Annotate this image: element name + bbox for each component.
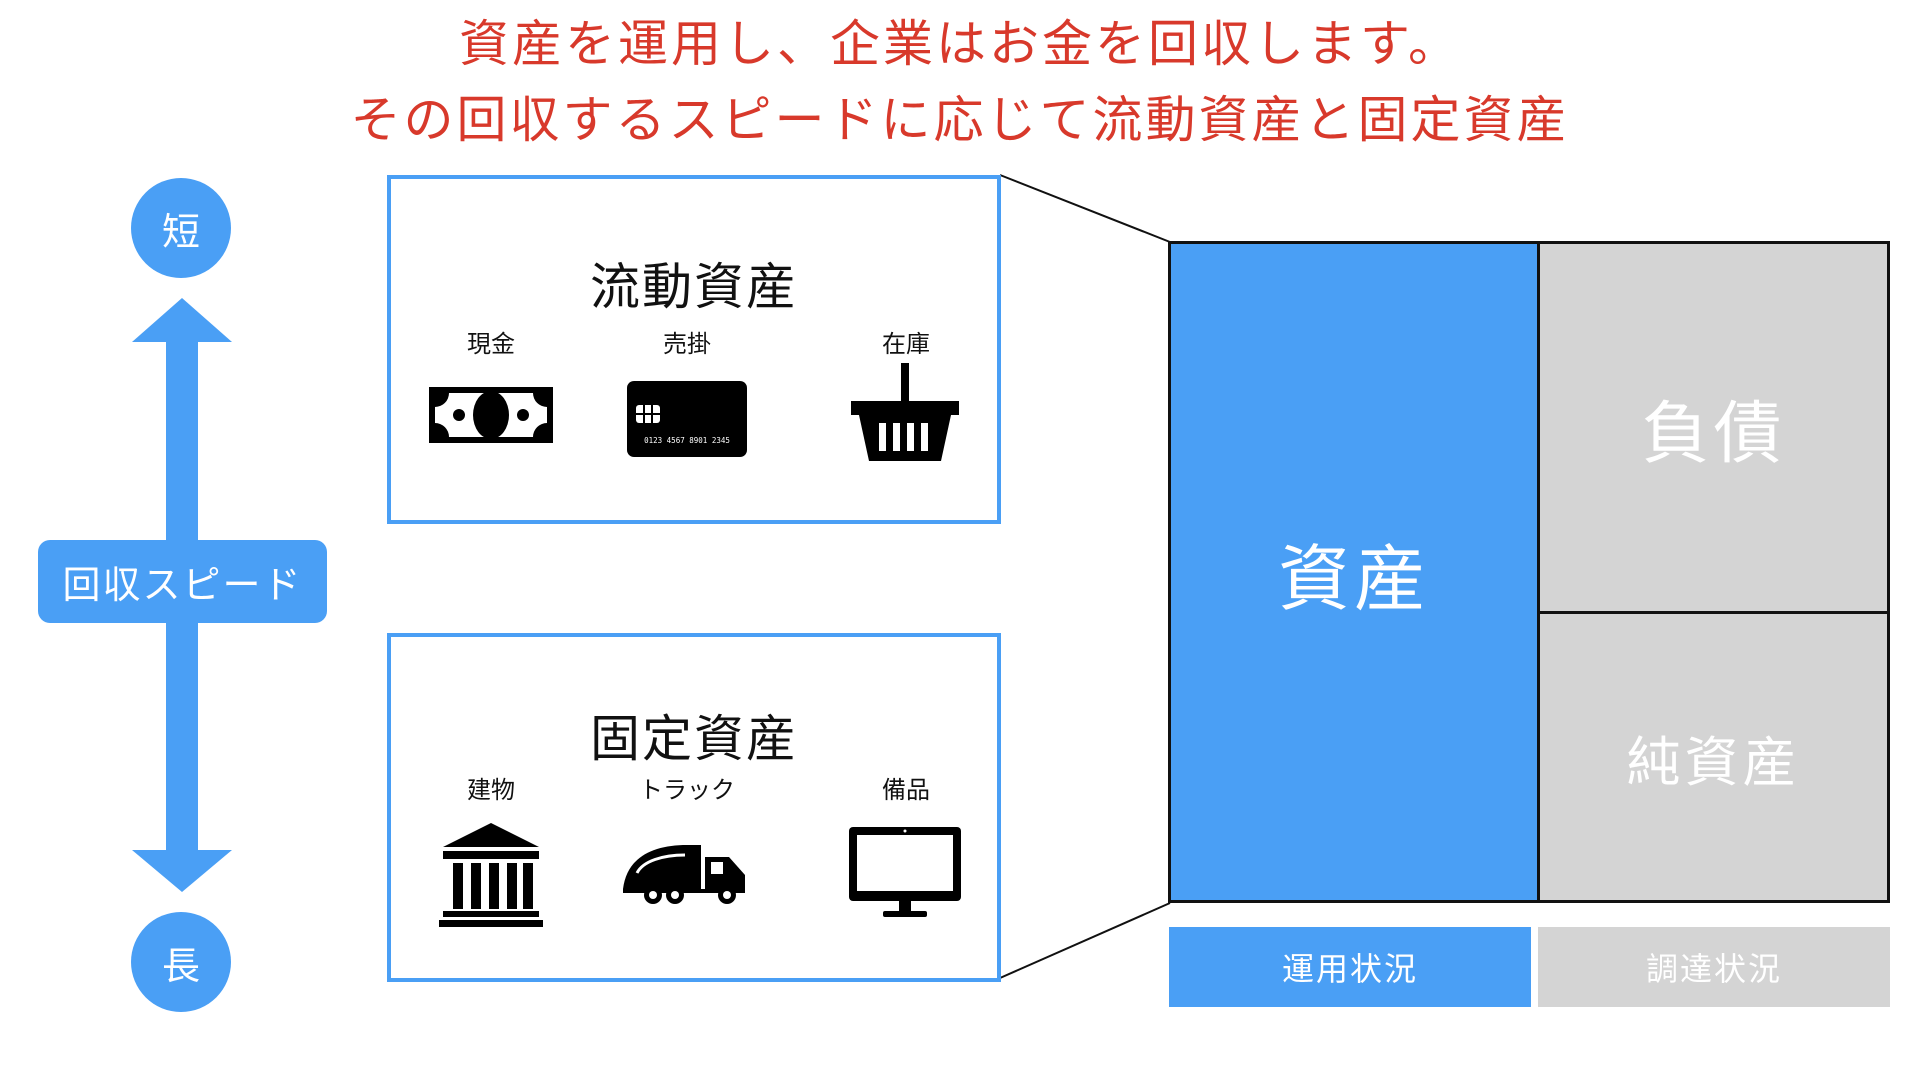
speed-arrow-head-up: [132, 298, 232, 342]
item-label-building: 建物: [467, 776, 515, 804]
credit-card-icon: 0123 4567 8901 2345: [627, 381, 747, 457]
recovery-speed-label: 回収スピード: [38, 540, 327, 623]
long-label: 長: [161, 943, 200, 988]
short-label: 短: [161, 209, 200, 254]
fixed-assets-title: 固定資産: [590, 710, 798, 768]
fixed-assets-box: 固定資産 建物 トラック 備品: [387, 633, 1001, 982]
long-circle: 長: [131, 912, 231, 1012]
bs-net-assets-label: 純資産: [1626, 730, 1801, 794]
banknote-icon: [429, 387, 553, 443]
bs-liabilities-label: 負債: [1641, 395, 1786, 474]
item-label-receivables: 売掛: [663, 330, 711, 358]
funding-status-text: 調達状況: [1645, 950, 1782, 988]
item-label-equipment: 備品: [882, 776, 930, 804]
connector-line-bottom: [999, 902, 1171, 979]
operation-status-label: 運用状況: [1169, 927, 1531, 1007]
balance-sheet: 資産 負債 純資産: [1168, 241, 1890, 903]
current-assets-title: 流動資産: [590, 258, 798, 316]
speed-arrow-head-down: [132, 850, 232, 892]
bs-assets-cell: 資産: [1171, 244, 1537, 900]
operation-status-text: 運用状況: [1281, 950, 1418, 988]
headline-line-1: 資産を運用し、企業はお金を回収します。: [459, 15, 1461, 73]
bs-assets-label: 資産: [1277, 536, 1430, 621]
item-label-inventory: 在庫: [882, 330, 930, 358]
headline-line-2: その回収するスピードに応じて流動資産と固定資産: [350, 91, 1570, 149]
funding-status-label: 調達状況: [1538, 927, 1890, 1007]
recovery-speed-text: 回収スピード: [62, 563, 303, 607]
short-circle: 短: [131, 178, 231, 278]
bs-net-assets-cell: 純資産: [1540, 614, 1887, 900]
card-number: 0123 4567 8901 2345: [644, 436, 730, 445]
connector-line-top: [999, 174, 1171, 243]
bs-liabilities-cell: 負債: [1540, 244, 1887, 611]
basket-icon: [851, 363, 959, 461]
item-label-cash: 現金: [467, 330, 515, 358]
monitor-icon: [849, 827, 961, 917]
item-label-truck: トラック: [639, 776, 735, 804]
truck-icon: [623, 845, 745, 904]
building-icon: [439, 823, 543, 927]
current-assets-box: 流動資産 現金 売掛 在庫 0123 4567 8901 2345: [387, 175, 1001, 524]
